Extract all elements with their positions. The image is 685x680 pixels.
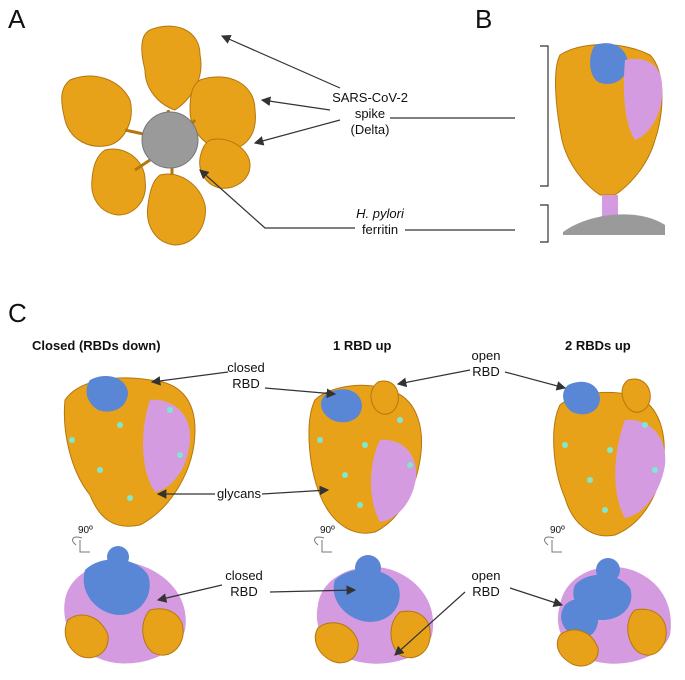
col-title-1up: 1 RBD up	[333, 338, 392, 353]
open-rbd-line2: RBD	[472, 364, 500, 379]
bottom-open-rbd-label: open RBD	[462, 568, 510, 600]
bottom-closed-line1: closed	[225, 568, 263, 583]
panel-label-a: A	[8, 4, 26, 34]
nanoparticle-render	[61, 25, 256, 246]
glycans-label: glycans	[216, 486, 262, 501]
panel-label-b: B	[475, 4, 493, 34]
rotation-label-1: 90º	[78, 525, 93, 536]
trimer-closed-side	[63, 376, 196, 527]
rotation-icons	[72, 536, 562, 553]
ferritin-label: H. pylori ferritin	[340, 206, 420, 238]
spike-side-view	[555, 43, 665, 235]
trimer-2up-side	[553, 378, 666, 537]
bottom-closed-rbd-label: closed RBD	[218, 568, 270, 600]
panel-b-brackets	[540, 45, 549, 243]
col-title-2up: 2 RBDs up	[565, 338, 631, 353]
spike-label-line1: SARS-CoV-2	[332, 90, 408, 105]
spike-label-line3: (Delta)	[350, 122, 390, 137]
ferritin-label-line2: ferritin	[361, 222, 399, 237]
spike-label: SARS-CoV-2 spike (Delta)	[320, 90, 420, 138]
ferritin-label-line1: H. pylori	[356, 206, 404, 221]
trimer-closed-top	[64, 546, 186, 664]
trimer-2up-top	[556, 558, 671, 667]
panel-label-c: C	[8, 298, 27, 328]
bottom-open-line1: open	[471, 568, 501, 583]
trimer-1up-side	[308, 380, 423, 534]
open-rbd-line1: open	[471, 348, 501, 363]
closed-rbd-line1: closed	[227, 360, 265, 375]
rotation-label-3: 90º	[550, 525, 565, 536]
bottom-closed-line2: RBD	[230, 584, 258, 599]
spike-label-line2: spike	[354, 106, 386, 121]
closed-rbd-label: closed RBD	[220, 360, 272, 392]
trimer-1up-top	[314, 555, 434, 664]
rotation-label-2: 90º	[320, 525, 335, 536]
bottom-open-line2: RBD	[472, 584, 500, 599]
open-rbd-label: open RBD	[462, 348, 510, 380]
closed-rbd-line2: RBD	[232, 376, 260, 391]
col-title-closed: Closed (RBDs down)	[32, 338, 161, 353]
glycan-dots	[69, 407, 658, 513]
